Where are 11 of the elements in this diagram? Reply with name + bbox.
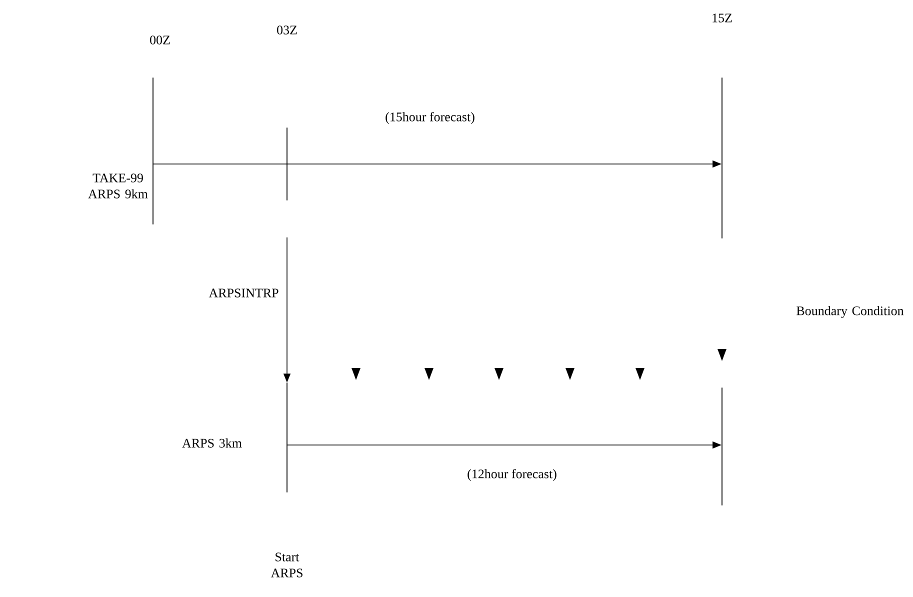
text-label: ARPS 3km	[182, 438, 242, 448]
edge-label: (12hour forecast)	[466, 468, 558, 482]
time-label: Start ARPS	[270, 552, 302, 578]
text-label: 03Z	[277, 26, 297, 34]
time-line	[286, 128, 288, 200]
text-label: Boundary Condition	[796, 306, 904, 318]
time-label: 00Z	[150, 36, 170, 44]
time-label: 15Z	[712, 14, 732, 22]
edge-label: ARPSINTRP	[208, 288, 280, 298]
text-label: TAKE-99 ARPS 9km	[88, 174, 148, 198]
edge-label: (15hour forecast)	[384, 111, 476, 125]
